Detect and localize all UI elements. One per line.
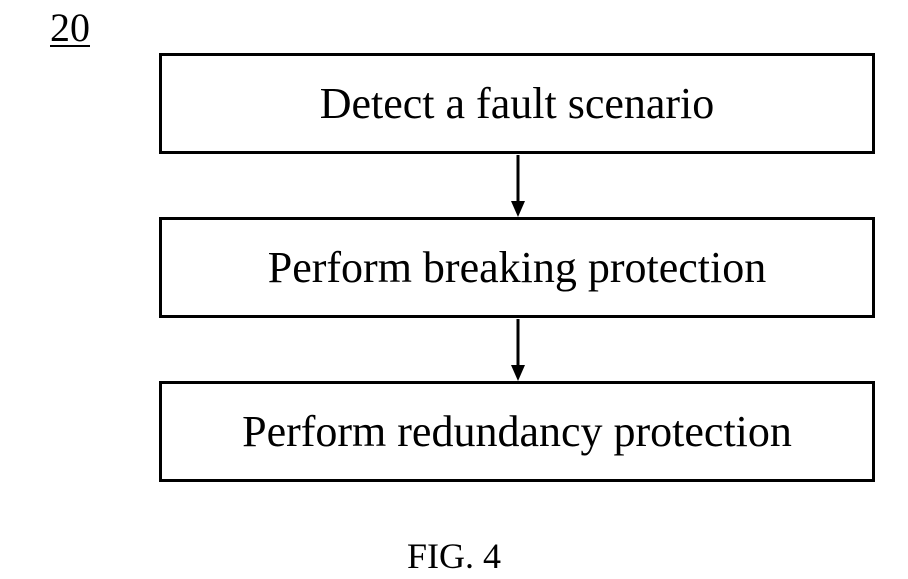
- step-box-breaking-protection: Perform breaking protection: [159, 217, 875, 318]
- step-label: Perform breaking protection: [268, 246, 767, 290]
- step-box-redundancy-protection: Perform redundancy protection: [159, 381, 875, 482]
- arrow-head: [511, 201, 525, 217]
- step-label: Perform redundancy protection: [242, 410, 792, 454]
- reference-numeral: 20: [50, 4, 90, 52]
- arrow-head: [511, 365, 525, 381]
- step-label: Detect a fault scenario: [320, 82, 715, 126]
- arrow-2-to-3: [511, 319, 525, 381]
- arrow-1-to-2: [511, 155, 525, 217]
- figure-caption: FIG. 4: [0, 536, 908, 576]
- step-box-detect-fault: Detect a fault scenario: [159, 53, 875, 154]
